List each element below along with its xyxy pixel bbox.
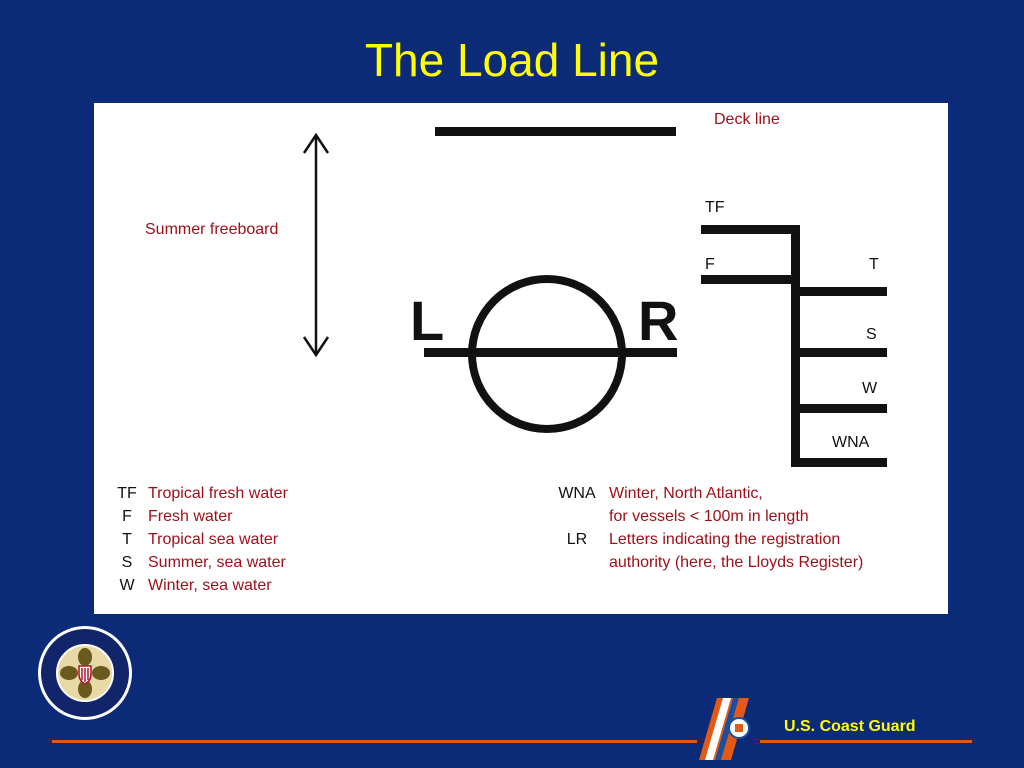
coast-guard-stripe xyxy=(695,698,769,765)
legend-row: for vessels < 100m in length xyxy=(549,505,863,528)
lr-letter-l: L xyxy=(410,289,444,352)
plimsoll-disc xyxy=(424,275,677,433)
legend-desc: authority (here, the Lloyds Register) xyxy=(609,554,864,571)
legend-desc: Tropical fresh water xyxy=(148,485,288,502)
legend-code: LR xyxy=(566,531,588,548)
legend-row: W Winter, sea water xyxy=(106,574,288,597)
mark-label-wna: WNA xyxy=(832,434,870,451)
legend-right: WNA Winter, North Atlantic, for vessels … xyxy=(549,482,863,574)
legend-row: S Summer, sea water xyxy=(106,551,288,574)
freeboard-arrow xyxy=(302,132,330,358)
deck-line-bar xyxy=(435,127,676,136)
legend-code xyxy=(549,551,605,574)
load-line-svg: Deck line Summer freeboard L R TF F T S xyxy=(145,111,887,467)
legend-code xyxy=(549,505,605,528)
legend-desc: Winter, North Atlantic, xyxy=(609,485,763,502)
load-line-marks xyxy=(701,225,887,467)
deck-line-label: Deck line xyxy=(714,111,780,128)
legend-left: TF Tropical fresh water F Fresh water T … xyxy=(106,482,288,597)
footer-rule-right xyxy=(760,740,972,743)
summer-freeboard-label: Summer freeboard xyxy=(145,221,278,238)
legend-code: T xyxy=(122,531,132,548)
legend-code: F xyxy=(122,508,132,525)
legend-row: F Fresh water xyxy=(106,505,288,528)
legend-desc: Fresh water xyxy=(148,508,233,525)
mark-label-s: S xyxy=(866,326,877,343)
lr-letter-r: R xyxy=(638,289,678,352)
mark-label-t: T xyxy=(869,256,879,273)
legend-row: LR Letters indicating the registration xyxy=(549,528,863,551)
load-line-diagram: Deck line Summer freeboard L R TF F T S xyxy=(94,103,948,614)
legend-code: S xyxy=(121,554,133,571)
mark-label-f: F xyxy=(705,256,715,273)
legend-code: WNA xyxy=(558,485,596,502)
legend-row: authority (here, the Lloyds Register) xyxy=(549,551,863,574)
legend-desc: Summer, sea water xyxy=(148,554,286,571)
legend-row: TF Tropical fresh water xyxy=(106,482,288,505)
legend-desc: for vessels < 100m in length xyxy=(609,508,809,525)
legend-desc: Tropical sea water xyxy=(148,531,279,548)
slide-title: The Load Line xyxy=(364,34,660,86)
mark-label-tf: TF xyxy=(705,199,725,216)
legend-row: T Tropical sea water xyxy=(106,528,288,551)
legend-row: WNA Winter, North Atlantic, xyxy=(549,482,863,505)
footer-rule-left xyxy=(52,740,697,743)
legend-code: W xyxy=(119,577,135,594)
mark-label-w: W xyxy=(862,380,878,397)
legend-desc: Winter, sea water xyxy=(148,577,272,594)
legend-code: TF xyxy=(117,485,137,502)
uscg-brand-text: U.S. Coast Guard xyxy=(784,718,916,735)
legend-desc: Letters indicating the registration xyxy=(609,531,841,548)
uscg-seal-logo xyxy=(36,624,134,727)
